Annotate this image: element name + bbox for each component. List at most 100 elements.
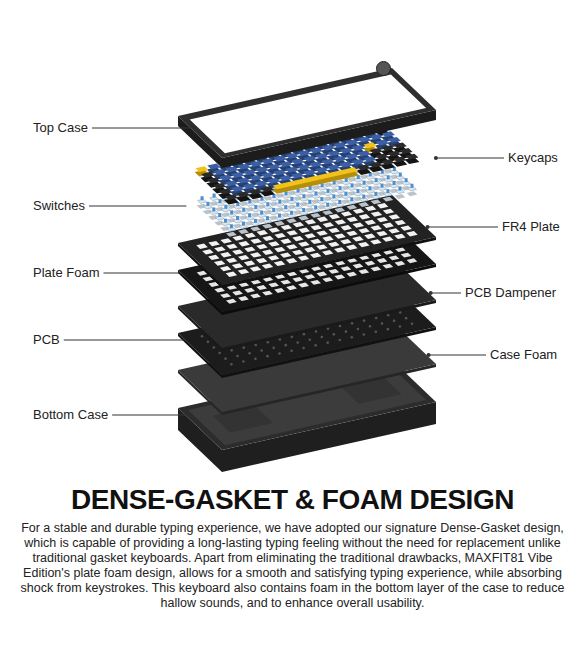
foam-hole [304,274,315,279]
keycap-top [231,186,244,192]
plate-hole [353,209,365,214]
plate-hole [245,233,256,238]
switch-stem [410,184,413,188]
switch-stem [224,205,227,209]
keycap-top [333,156,346,162]
switch-stem [224,219,227,223]
foam-hole [401,253,412,258]
switch-housing [407,191,418,196]
pcb-pad [315,330,318,333]
switch-stem [393,181,396,185]
switch-housing [358,202,369,207]
switch-housing [298,216,309,221]
plate-hole [274,247,286,252]
pcb-pad [230,363,233,366]
pcb-pad [338,339,341,342]
pcb-pad [212,346,215,349]
pcb-pad [362,333,365,336]
keycap-top [405,154,418,160]
plate-hole [292,250,304,255]
keycap-top [376,140,389,146]
keycap-top [339,162,352,168]
plate-hole [365,206,377,211]
foam-hole [274,288,285,293]
plate-hole [286,258,298,263]
keycap-top [369,162,382,168]
foam-hole [214,288,225,293]
foam-hole [322,277,333,282]
frame-side [178,110,436,168]
plate-hole [311,225,323,230]
plate-hole [256,244,268,249]
foam-hole [268,282,279,287]
foam-hole [262,291,273,296]
plate-hole [214,260,226,265]
foam-hole [238,296,249,301]
switch-stem [248,213,251,217]
foam-hole [365,261,376,266]
switch-housing [346,205,357,210]
pcb-pad [207,341,210,344]
plate-hole [202,249,213,254]
keycap-top [255,181,268,187]
plate-hole [238,255,250,260]
plate-hole [365,220,377,225]
keycap-top [225,180,238,186]
plate-hole [250,252,262,257]
plate-hole [364,234,376,239]
foam-hole [256,285,267,290]
keycap-top [399,148,412,154]
switch-stem [290,197,293,201]
plate-hole [262,250,273,255]
plate-hole [299,228,310,233]
keycap-top [382,131,395,137]
keycap-top [291,172,304,178]
switch-housing [250,226,261,231]
foam-hole [298,283,309,288]
switch-stem [242,208,245,212]
pcb-pad [291,336,294,339]
pcb-pad [350,336,353,339]
plate-hole [262,236,273,241]
plate-hole [226,244,237,249]
keycap-top [364,142,377,148]
switch-stem [387,175,390,179]
caption: For a stable and durable typing experien… [18,521,567,611]
switch-housing [274,221,285,226]
keycap-top [225,166,238,172]
pcb-pad [369,325,372,328]
keycap-top [345,153,358,159]
plate-hole [304,233,315,238]
keycap-top [285,167,298,173]
plate-hole [400,226,411,231]
pcb-pad [387,314,390,317]
switch-stem [326,203,329,207]
pcb-pad [242,346,245,349]
plate-hole [328,228,340,233]
keycap-top [249,175,262,181]
switch-stem [381,184,384,188]
plate-hole [238,269,250,274]
pcb-pad [345,330,348,333]
foam-hole [232,291,243,296]
switch-housing [226,232,237,237]
keycap-top [243,169,256,175]
plate-hole [286,244,298,249]
plate-hole [310,239,322,244]
pcb-pad [242,360,245,363]
leader-line [429,355,486,356]
switch-stem [242,222,245,226]
part-label: Top Case [33,120,88,136]
keycap-top [321,159,334,165]
pcb-pad [381,322,384,325]
switch-stem [201,196,204,200]
keycap-top [322,145,335,151]
plate-hole [244,247,255,252]
switch-stem [362,195,365,199]
keycap-top [357,151,370,157]
foam-hole [383,264,394,269]
plate-hole [305,219,316,224]
plate-hole [395,220,406,225]
plate-hole [232,263,244,268]
plate-hole [208,255,219,260]
